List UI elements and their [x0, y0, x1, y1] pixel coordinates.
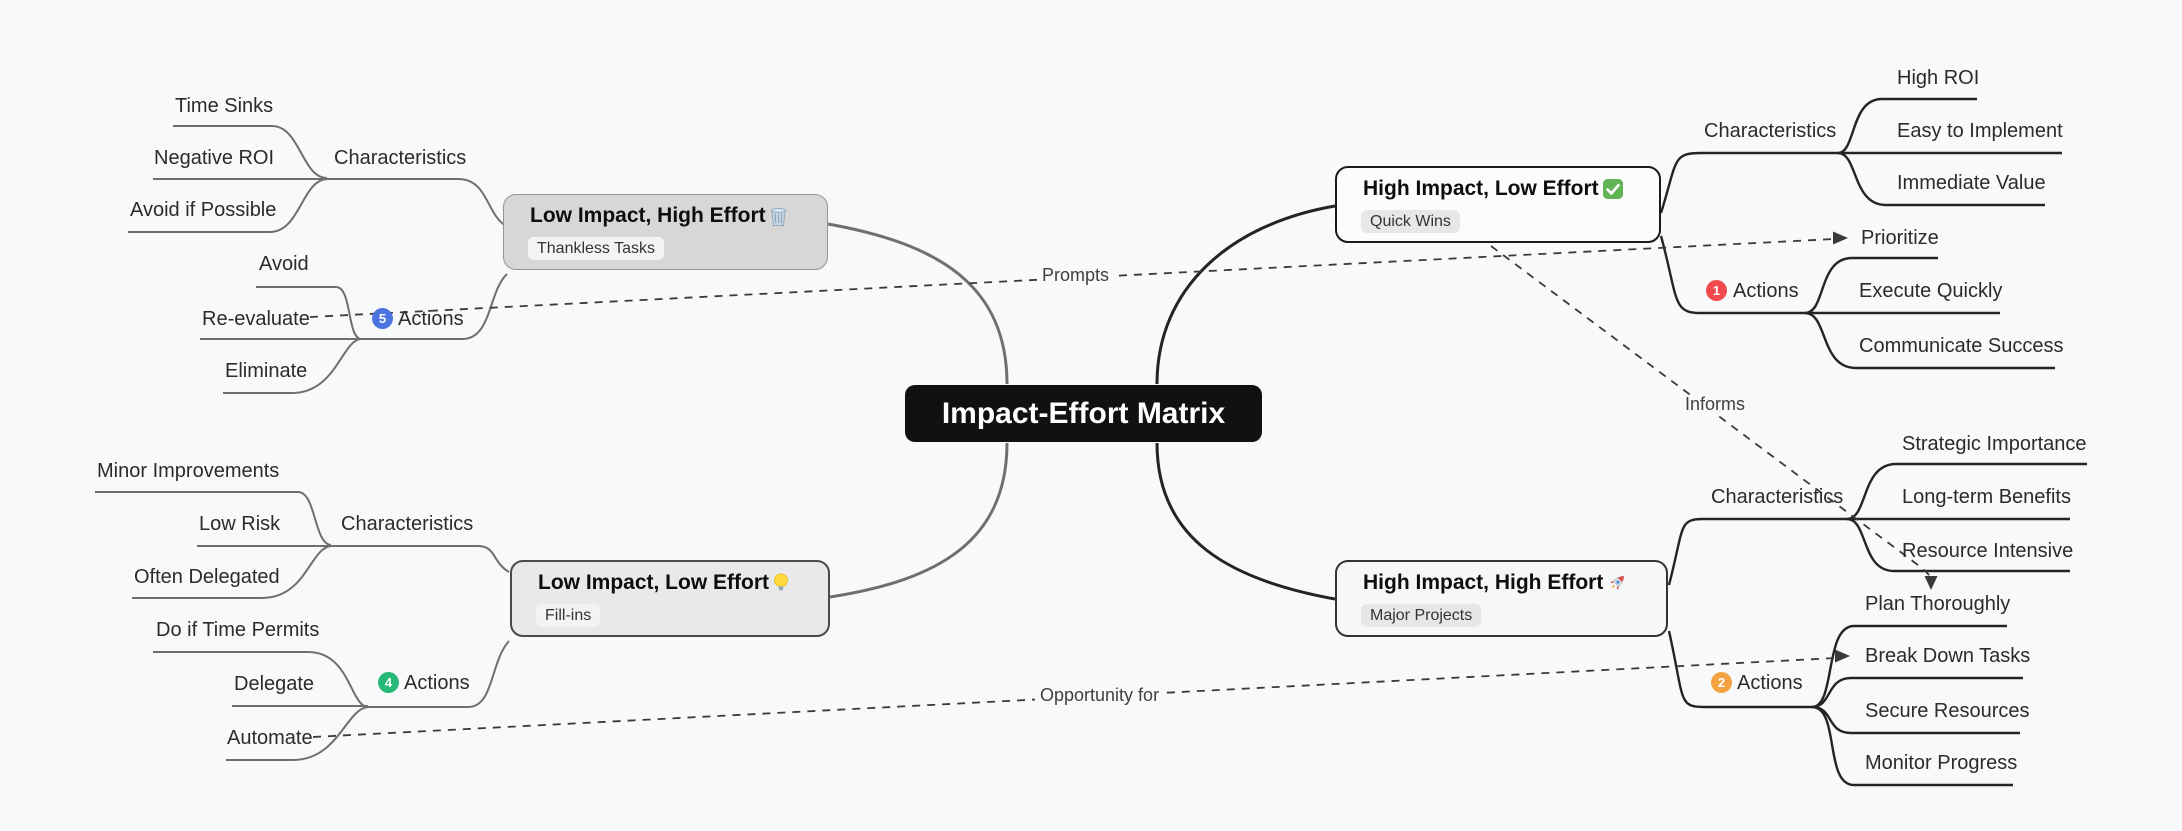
branch-characteristics-tr[interactable]: Characteristics — [1704, 120, 1837, 142]
node-title-text: Low Impact, Low Effort — [538, 571, 769, 594]
edges-top-right — [1155, 97, 2062, 385]
quadrant-node-low-impact-low-effort[interactable]: Low Impact, Low Effort Fill-ins — [510, 560, 830, 637]
leaf-re-evaluate[interactable]: Re-evaluate — [202, 308, 310, 330]
rocket-icon — [1606, 572, 1628, 594]
leaf-low-risk[interactable]: Low Risk — [199, 513, 281, 535]
relation-links — [309, 231, 1938, 738]
leaf-execute-quickly[interactable]: Execute Quickly — [1859, 280, 2003, 302]
quadrant-node-high-impact-high-effort[interactable]: High Impact, High Effort Major Projects — [1335, 560, 1668, 637]
leaf-avoid-if-possible[interactable]: Avoid if Possible — [130, 199, 277, 221]
arrowhead-informs — [1924, 576, 1938, 590]
leaf-strategic-importance[interactable]: Strategic Importance — [1902, 433, 2087, 455]
quadrant-node-low-impact-high-effort[interactable]: Low Impact, High Effort Thankless Tasks — [503, 194, 828, 270]
leaf-do-if-time-permits[interactable]: Do if Time Permits — [156, 619, 320, 641]
leaf-often-delegated[interactable]: Often Delegated — [134, 566, 280, 588]
leaf-monitor-progress[interactable]: Monitor Progress — [1865, 752, 2018, 774]
leaf-communicate-success[interactable]: Communicate Success — [1859, 335, 2064, 357]
node-subtitle: Fill-ins — [536, 604, 601, 628]
light-bulb-icon — [772, 572, 790, 594]
leaf-automate[interactable]: Automate — [227, 727, 313, 749]
branch-characteristics-bl[interactable]: Characteristics — [341, 513, 474, 535]
edges-bottom-left — [95, 442, 1009, 761]
leaf-prioritize[interactable]: Prioritize — [1861, 227, 1939, 249]
priority-badge-1: 1 — [1706, 280, 1727, 301]
root-title: Impact-Effort Matrix — [941, 396, 1226, 430]
branch-actions-tl[interactable]: Actions — [398, 308, 464, 330]
branch-characteristics-br[interactable]: Characteristics — [1711, 486, 1844, 508]
check-mark-icon — [1602, 178, 1624, 200]
node-subtitle: Quick Wins — [1361, 210, 1460, 234]
arrowhead-prompts — [1833, 231, 1848, 245]
leaf-plan-thoroughly[interactable]: Plan Thoroughly — [1865, 593, 2011, 615]
leaf-break-down-tasks[interactable]: Break Down Tasks — [1865, 645, 2031, 667]
leaf-delegate[interactable]: Delegate — [234, 673, 315, 695]
relation-label-informs: Informs — [1680, 394, 1751, 415]
leaf-long-term-benefits[interactable]: Long-term Benefits — [1902, 486, 2071, 508]
leaf-negative-roi[interactable]: Negative ROI — [154, 147, 275, 169]
quadrant-node-high-impact-low-effort[interactable]: High Impact, Low Effort Quick Wins — [1335, 166, 1661, 243]
branch-actions-br[interactable]: Actions — [1737, 672, 1803, 694]
node-title-text: High Impact, Low Effort — [1363, 177, 1599, 200]
leaf-eliminate[interactable]: Eliminate — [225, 360, 308, 382]
leaf-immediate-value[interactable]: Immediate Value — [1897, 172, 2046, 194]
node-title-text: High Impact, High Effort — [1363, 571, 1604, 594]
edges-top-left — [128, 125, 1009, 394]
root-node[interactable]: Impact-Effort Matrix — [905, 385, 1262, 442]
leaf-minor-improvements[interactable]: Minor Improvements — [97, 460, 280, 482]
priority-badge-2: 2 — [1711, 672, 1732, 693]
leaf-time-sinks[interactable]: Time Sinks — [175, 95, 274, 117]
relation-label-prompts: Prompts — [1037, 265, 1115, 286]
edges-bottom-right — [1155, 442, 2087, 787]
arrowhead-opportunity — [1835, 649, 1850, 663]
leaf-resource-intensive[interactable]: Resource Intensive — [1902, 540, 2074, 562]
node-subtitle: Thankless Tasks — [528, 237, 664, 261]
priority-badge-4: 4 — [378, 672, 399, 693]
priority-badge-5: 5 — [372, 308, 393, 329]
relation-label-opportunity: Opportunity for — [1035, 685, 1165, 706]
branch-actions-bl[interactable]: Actions — [404, 672, 470, 694]
leaf-high-roi[interactable]: High ROI — [1897, 67, 1980, 89]
leaf-easy-to-implement[interactable]: Easy to Implement — [1897, 120, 2063, 142]
branch-characteristics-tl[interactable]: Characteristics — [334, 147, 467, 169]
node-title-text: Low Impact, High Effort — [530, 204, 766, 227]
leaf-avoid[interactable]: Avoid — [259, 253, 309, 275]
node-subtitle: Major Projects — [1361, 604, 1482, 628]
branch-actions-tr[interactable]: Actions — [1733, 280, 1799, 302]
leaf-secure-resources[interactable]: Secure Resources — [1865, 700, 2030, 722]
wastebasket-icon — [769, 206, 788, 227]
